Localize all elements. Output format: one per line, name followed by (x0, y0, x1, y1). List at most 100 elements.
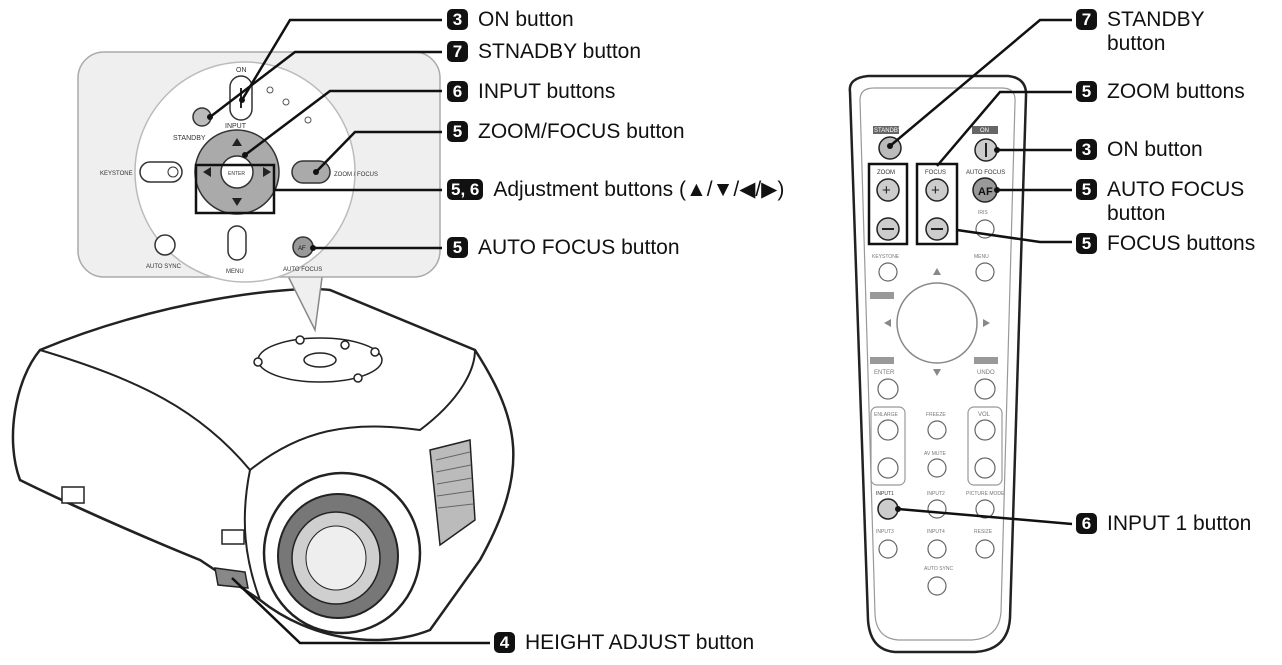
remote-label-resize: RESIZE (974, 529, 993, 535)
remote-label-vol: VOL (978, 412, 991, 418)
remote-freeze-button[interactable] (927, 420, 947, 440)
panel-label-keystone: KEYSTONE (100, 171, 133, 177)
leader-lines (209, 18, 1073, 645)
callout-text: HEIGHT ADJUST button (525, 631, 755, 654)
projector-top-panel (253, 335, 383, 383)
leader-dots (207, 97, 1000, 512)
callout-input1-button: 6 INPUT 1 button (1076, 512, 1251, 536)
callout-badge: 5 (1076, 233, 1097, 254)
remote-label-enlarge: ENLARGE (874, 412, 899, 418)
remote-label-focus: FOCUS (925, 170, 946, 176)
callout-badge: 5 (447, 121, 468, 142)
callout-badge: 5, 6 (447, 179, 484, 200)
panel-label-standby: STANDBY (173, 135, 206, 142)
remote-av-mute-button[interactable] (927, 458, 947, 478)
callout-text: ON button (478, 8, 574, 31)
callout-on-button-remote: 3 ON button (1076, 138, 1203, 162)
remote-vol-plus-button[interactable] (974, 419, 996, 441)
callout-badge: 6 (447, 81, 468, 102)
callout-focus-buttons: 5 FOCUS buttons (1076, 232, 1255, 256)
panel-auto-sync-button[interactable] (154, 234, 176, 256)
callout-badge: 3 (1076, 139, 1097, 160)
callout-standby-button-panel: 7 STNADBY button (447, 40, 641, 64)
remote-label-av-mute: AV MUTE (924, 451, 947, 457)
callout-input-buttons: 6 INPUT buttons (447, 80, 615, 104)
remote-label-menu: MENU (974, 254, 989, 260)
remote-label-zoom: ZOOM (877, 170, 895, 176)
remote-label-keystone: KEYSTONE (872, 254, 900, 260)
remote-label-on: ON (980, 128, 989, 134)
callout-text-line2: button (1107, 32, 1166, 55)
remote-enlarge-minus-button[interactable] (877, 457, 899, 479)
callout-standby-button-remote: 7 STANDBY button (1076, 8, 1205, 56)
remote-focus-plus-button[interactable] (925, 178, 949, 202)
remote-menu-button[interactable] (975, 262, 995, 282)
callout-badge: 5 (1076, 81, 1097, 102)
remote-vol-minus-button[interactable] (974, 457, 996, 479)
remote-input4-button[interactable] (927, 539, 947, 559)
callout-text: ZOOM buttons (1107, 80, 1245, 103)
remote-resize-button[interactable] (975, 539, 995, 559)
remote-keystone-button[interactable] (878, 262, 898, 282)
panel-label-enter: ENTER (228, 171, 245, 177)
callout-auto-focus-button-remote: 5 AUTO FOCUS button (1076, 178, 1244, 226)
remote-enter-button[interactable] (877, 378, 899, 400)
remote-auto-sync-button[interactable] (927, 576, 947, 596)
callout-text: STNADBY button (478, 40, 642, 63)
remote-label-undo: UNDO (977, 370, 995, 376)
remote-label-freeze: FREEZE (926, 412, 946, 418)
remote-undo-button[interactable] (974, 378, 996, 400)
remote-label-auto-focus: AUTO FOCUS (966, 170, 1005, 176)
remote-input2-button[interactable] (927, 499, 947, 519)
callout-text: ON button (1107, 138, 1203, 161)
panel-label-input: INPUT (225, 123, 247, 130)
callout-height-adjust-button: 4 HEIGHT ADJUST button (494, 631, 754, 655)
callout-zoom-focus-button: 5 ZOOM/FOCUS button (447, 120, 685, 144)
callout-text-line2: button (1107, 202, 1166, 225)
callout-zoom-buttons: 5 ZOOM buttons (1076, 80, 1245, 104)
callout-badge: 6 (1076, 513, 1097, 534)
callout-badge: 7 (447, 41, 468, 62)
remote-cross-key[interactable] (884, 268, 990, 376)
remote-input3-button[interactable] (878, 539, 898, 559)
remote-label-input2: INPUT2 (927, 491, 945, 497)
remote-label-input1: INPUT1 (876, 491, 894, 497)
callout-text: STANDBY (1107, 8, 1205, 31)
callout-text: INPUT buttons (478, 80, 616, 103)
callout-text: AUTO FOCUS button (478, 236, 680, 259)
svg-text:+: + (882, 182, 891, 199)
panel-label-auto-focus: AUTO FOCUS (283, 267, 322, 273)
panel-label-menu: MENU (226, 269, 244, 275)
remote-label-enter: ENTER (874, 370, 895, 376)
callout-text: INPUT 1 button (1107, 512, 1252, 535)
remote-zoom-plus-button[interactable] (876, 178, 900, 202)
svg-text:+: + (931, 182, 940, 199)
remote-label-input4: INPUT4 (927, 529, 945, 535)
callout-text: FOCUS buttons (1107, 232, 1256, 255)
callout-adjustment-buttons: 5, 6 Adjustment buttons (▲/▼/◀/▶) (447, 178, 784, 202)
remote-label-input3: INPUT3 (876, 529, 894, 535)
remote-zoom-group (867, 162, 909, 246)
callout-badge: 5 (1076, 179, 1097, 200)
callout-auto-focus-button-panel: 5 AUTO FOCUS button (447, 236, 680, 260)
remote-focus-group (915, 162, 959, 246)
remote-enlarge-plus-button[interactable] (877, 419, 899, 441)
panel-label-auto-sync: AUTO SYNC (146, 264, 182, 270)
remote-picture-mode-button[interactable] (975, 499, 995, 519)
callout-badge: 3 (447, 9, 468, 30)
callout-badge: 7 (1076, 9, 1097, 30)
callout-text: Adjustment buttons (▲/▼/◀/▶) (493, 178, 785, 201)
callout-badge: 4 (494, 632, 515, 653)
indicator-leds (266, 86, 312, 124)
remote-label-picture-mode: PICTURE MODE (966, 491, 1005, 497)
projector-lens (262, 471, 422, 635)
panel-label-af: AF (298, 246, 306, 252)
panel-label-zoom-focus: ZOOM / FOCUS (334, 172, 378, 178)
projector-body (11, 287, 515, 642)
callout-text: ZOOM/FOCUS button (478, 120, 685, 143)
callout-on-button: 3 ON button (447, 8, 574, 32)
remote-label-iris: IRIS (978, 210, 988, 216)
panel-menu-button[interactable] (227, 225, 247, 261)
callout-text: AUTO FOCUS (1107, 178, 1245, 201)
